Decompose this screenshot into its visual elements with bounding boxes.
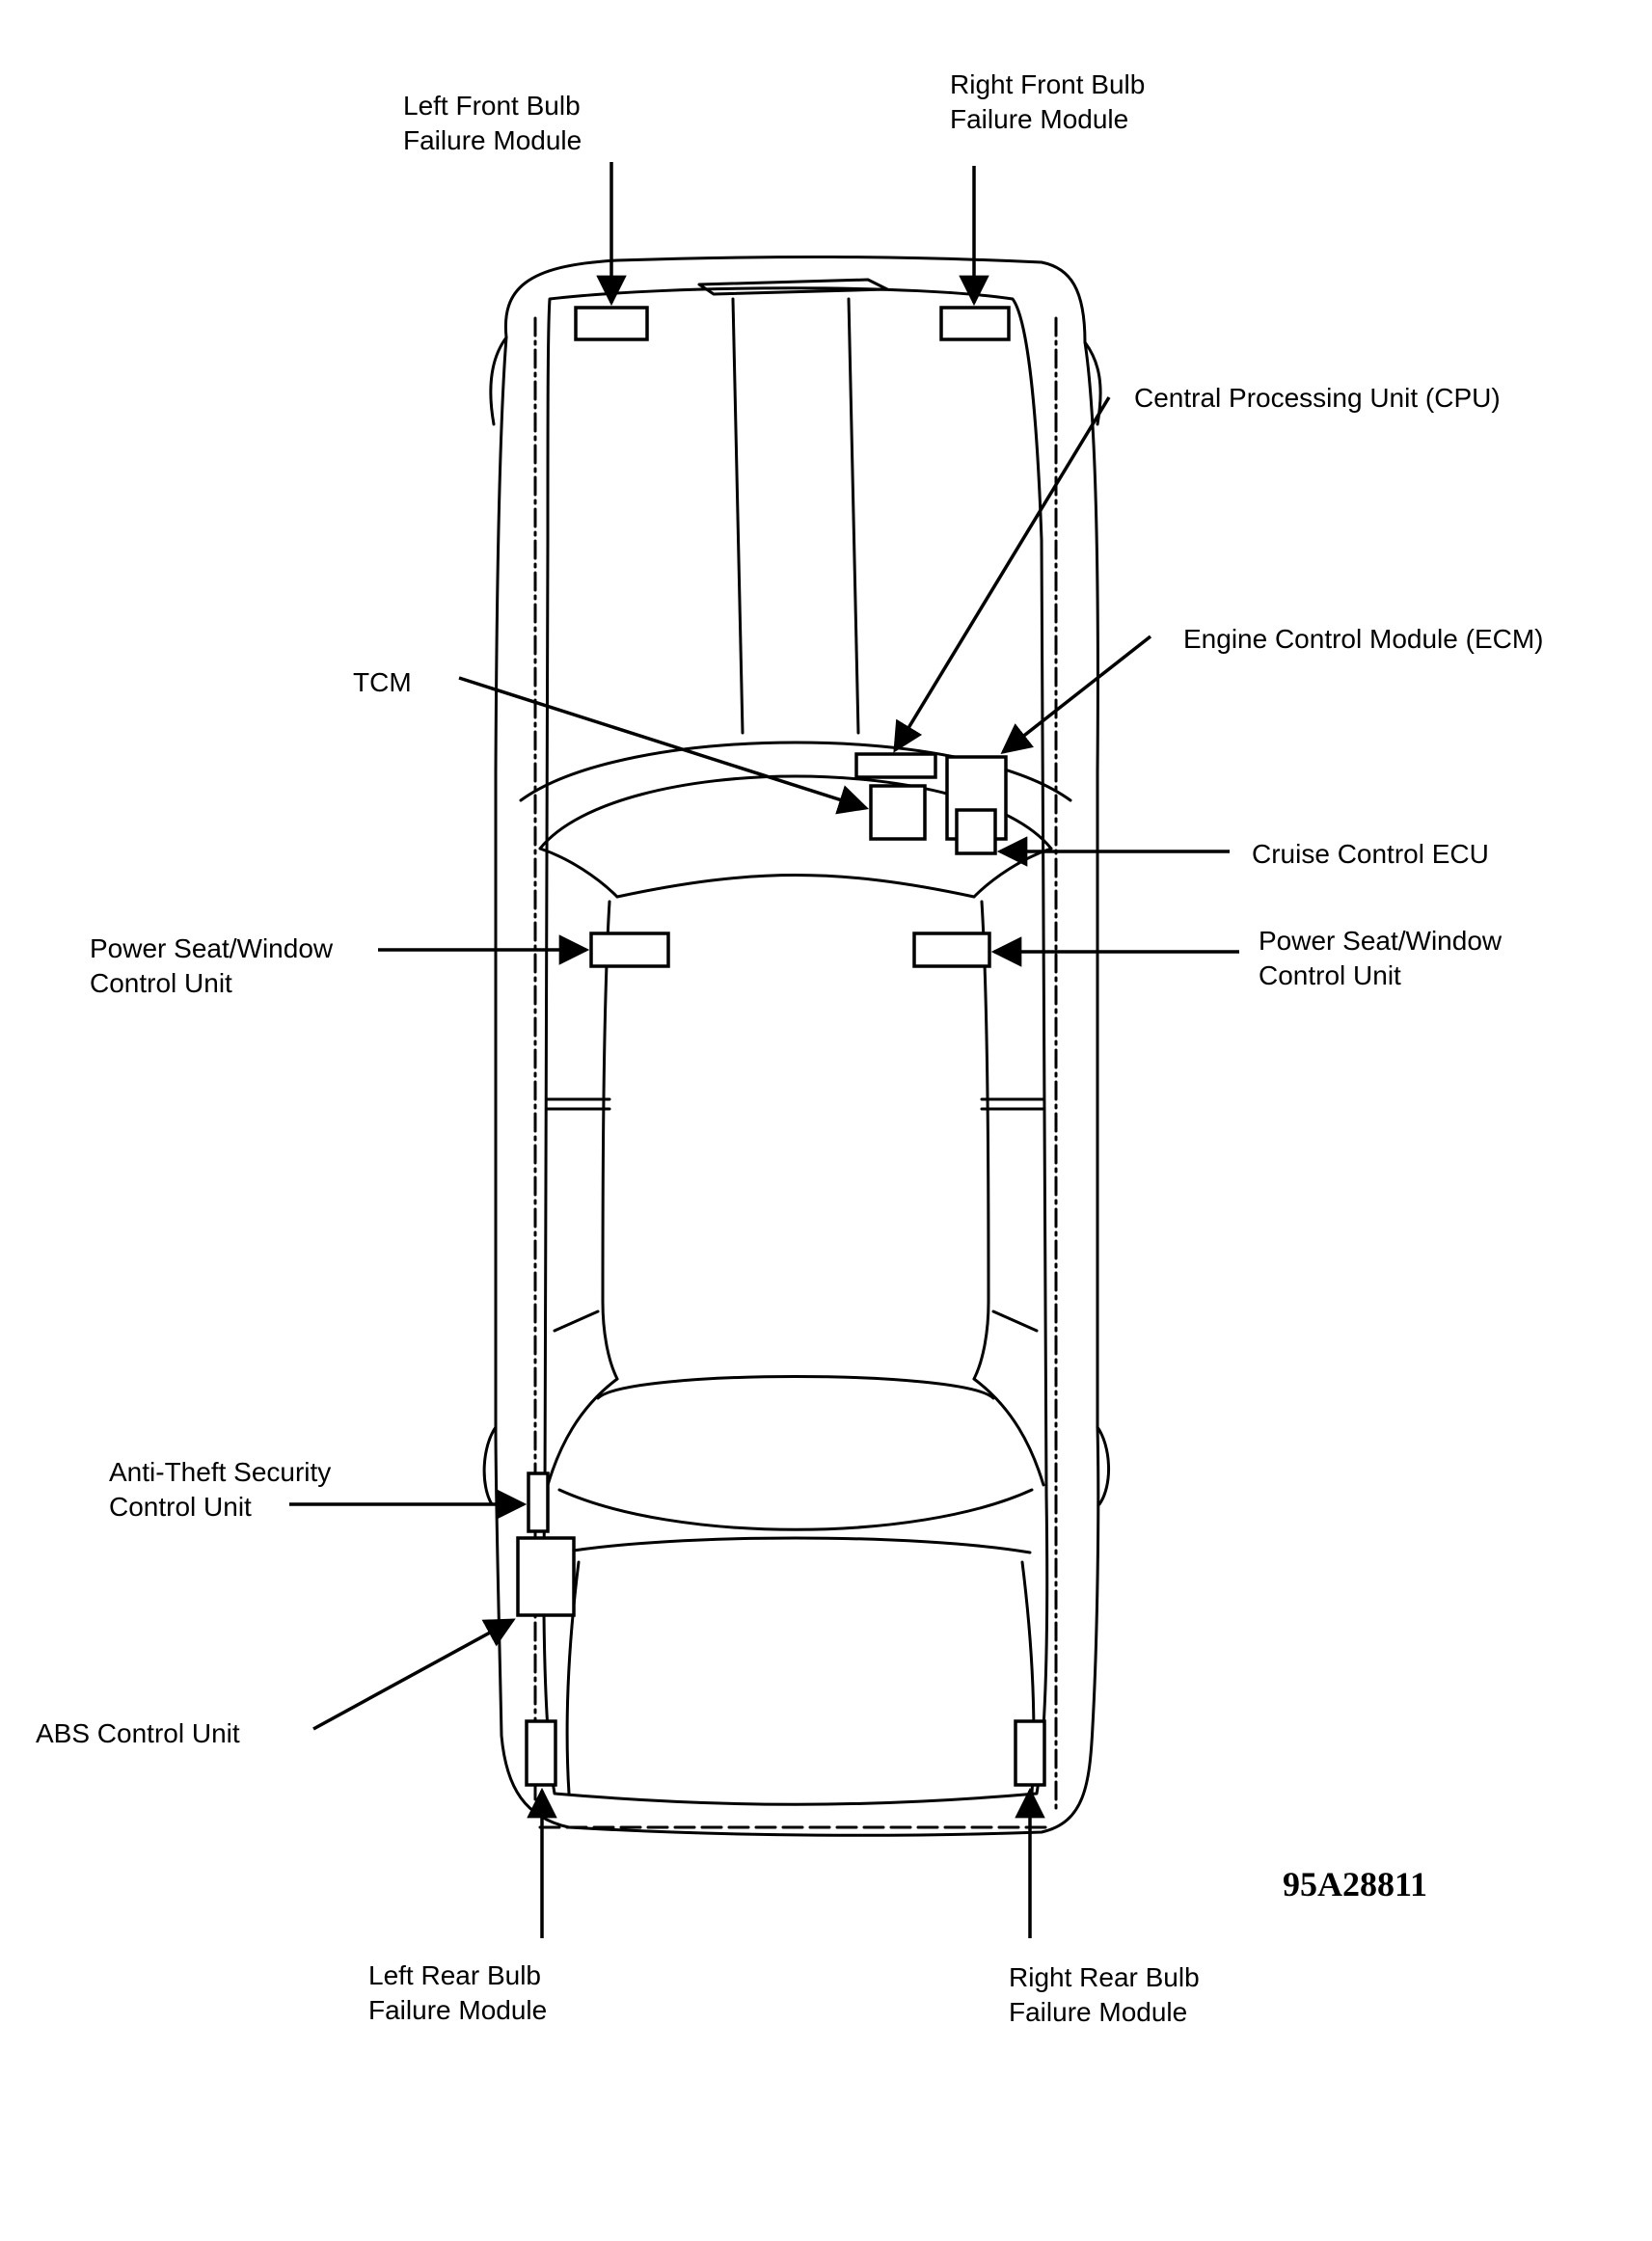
left-power-seat-box xyxy=(589,932,670,968)
cpu-label: Central Processing Unit (CPU) xyxy=(1134,383,1501,413)
cpu-box xyxy=(854,752,937,779)
right-front-bulb-label-line2: Failure Module xyxy=(950,104,1129,134)
cruise-control-ecu-box xyxy=(955,808,997,855)
cpu-arrow xyxy=(893,396,1111,753)
abs-label: ABS Control Unit xyxy=(36,1718,240,1748)
left-front-bulb-module-box xyxy=(574,306,649,341)
cruise-control-label: Cruise Control ECU xyxy=(1252,839,1489,869)
anti-theft-box xyxy=(527,1472,550,1533)
left-power-seat-label: Power Seat/Window Control Unit xyxy=(90,932,333,1001)
left-rear-bulb-label-line1: Left Rear Bulb xyxy=(368,1960,541,1990)
tcm-label: TCM xyxy=(353,667,412,697)
left-rear-bulb-label: Left Rear Bulb Failure Module xyxy=(368,1958,547,2028)
abs-box xyxy=(516,1536,576,1617)
ecm-arrow xyxy=(1000,634,1152,754)
ecm-label: Engine Control Module (ECM) xyxy=(1183,624,1544,654)
anti-theft-label: Anti-Theft Security Control Unit xyxy=(109,1455,331,1525)
left-rear-bulb-label-line2: Failure Module xyxy=(368,1995,548,2025)
right-rear-bulb-module-box xyxy=(1014,1719,1046,1787)
right-rear-bulb-label: Right Rear Bulb Failure Module xyxy=(1009,1960,1200,2030)
right-power-seat-label-line1: Power Seat/Window xyxy=(1259,926,1503,956)
right-front-bulb-label-line1: Right Front Bulb xyxy=(950,69,1146,99)
figure-code: 95A28811 xyxy=(1283,1865,1428,1904)
anti-theft-label-line1: Anti-Theft Security xyxy=(109,1457,332,1487)
right-power-seat-label: Power Seat/Window Control Unit xyxy=(1259,924,1502,993)
left-front-bulb-label-line2: Failure Module xyxy=(403,125,582,155)
right-front-bulb-label: Right Front Bulb Failure Module xyxy=(950,68,1145,137)
left-front-bulb-label: Left Front Bulb Failure Module xyxy=(403,89,582,158)
right-rear-bulb-label-line2: Failure Module xyxy=(1009,1997,1188,2027)
left-rear-bulb-module-box xyxy=(525,1719,557,1787)
car-outline xyxy=(482,255,1110,1837)
tcm-box xyxy=(869,784,927,841)
right-front-bulb-module-box xyxy=(939,306,1011,341)
left-power-seat-label-line1: Power Seat/Window xyxy=(90,933,334,963)
right-power-seat-box xyxy=(912,932,991,968)
right-power-seat-label-line2: Control Unit xyxy=(1259,960,1401,990)
abs-arrow xyxy=(312,1618,516,1731)
tcm-arrow xyxy=(458,676,870,815)
left-front-bulb-label-line1: Left Front Bulb xyxy=(403,91,581,121)
left-power-seat-label-line2: Control Unit xyxy=(90,968,232,998)
anti-theft-label-line2: Control Unit xyxy=(109,1492,252,1522)
right-rear-bulb-label-line1: Right Rear Bulb xyxy=(1009,1962,1200,1992)
